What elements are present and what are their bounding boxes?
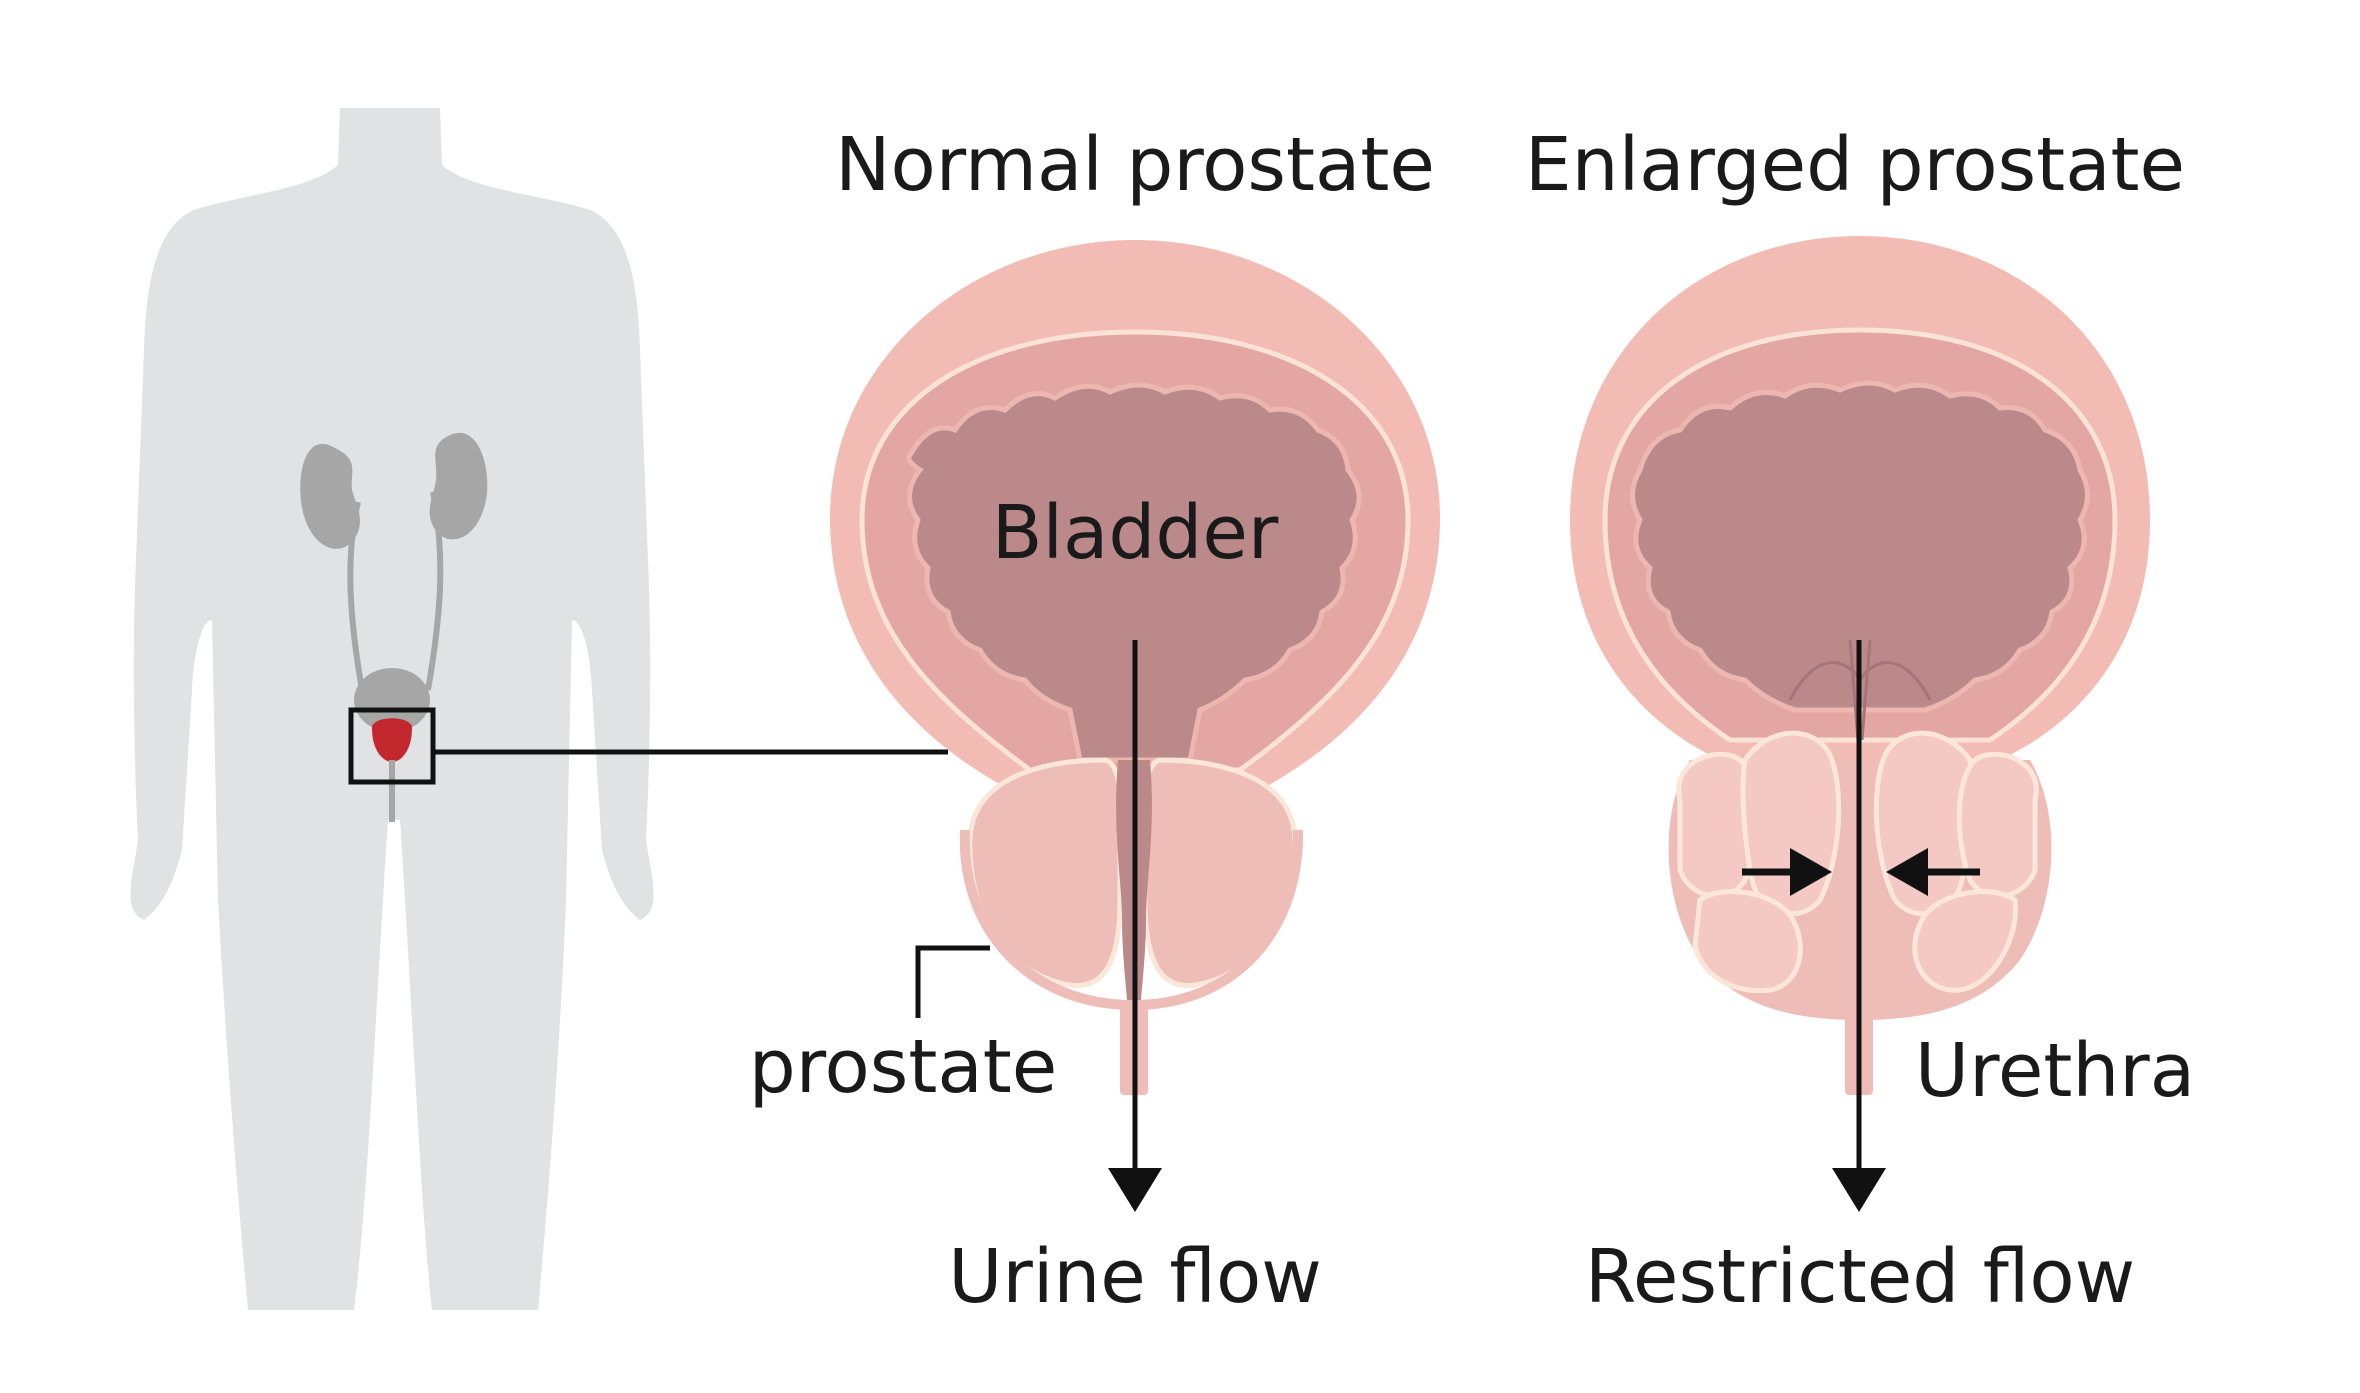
normal-prostate-diagram <box>830 240 1440 1212</box>
right-kidney-icon <box>429 432 488 540</box>
small-bladder <box>354 668 430 732</box>
urinary-system <box>300 432 488 822</box>
prostate-pointer-line <box>915 945 990 1018</box>
enlarged-prostate-title: Enlarged prostate <box>1525 122 2185 208</box>
right-ureter <box>425 491 444 691</box>
urethra-label: Urethra <box>1915 1028 2195 1114</box>
urine-flow-label: Urine flow <box>948 1234 1322 1320</box>
left-inward-arrow-icon <box>1790 848 1832 896</box>
prostate-locator-box <box>348 707 436 785</box>
left-kidney-icon <box>300 443 360 549</box>
right-inward-arrow-icon <box>1886 848 1928 896</box>
restricted-flow-label: Restricted flow <box>1585 1234 2135 1320</box>
bladder-label: Bladder <box>992 490 1279 576</box>
normal-prostate-left-lobe <box>967 757 1123 989</box>
normal-flow-arrow-icon <box>1108 1168 1162 1212</box>
enlarged-nodule-left-3 <box>1692 889 1803 994</box>
enlarged-nodule-right-3 <box>1912 889 2018 993</box>
prostate-label: prostate <box>749 1024 1058 1110</box>
enlarged-bladder-lumen <box>1630 380 2090 713</box>
body-silhouette <box>130 108 654 1310</box>
normal-prostate-title: Normal prostate <box>835 122 1435 208</box>
normal-bladder-lumen <box>906 382 1362 763</box>
small-urethra <box>389 760 395 822</box>
restricted-flow-arrow-icon <box>1832 1168 1886 1212</box>
constriction-arrows <box>1742 848 1980 896</box>
enlarged-prostate-diagram <box>1570 236 2150 1212</box>
left-ureter <box>347 501 365 691</box>
normal-prostate-right-lobe <box>1142 757 1298 989</box>
small-prostate <box>372 718 412 762</box>
